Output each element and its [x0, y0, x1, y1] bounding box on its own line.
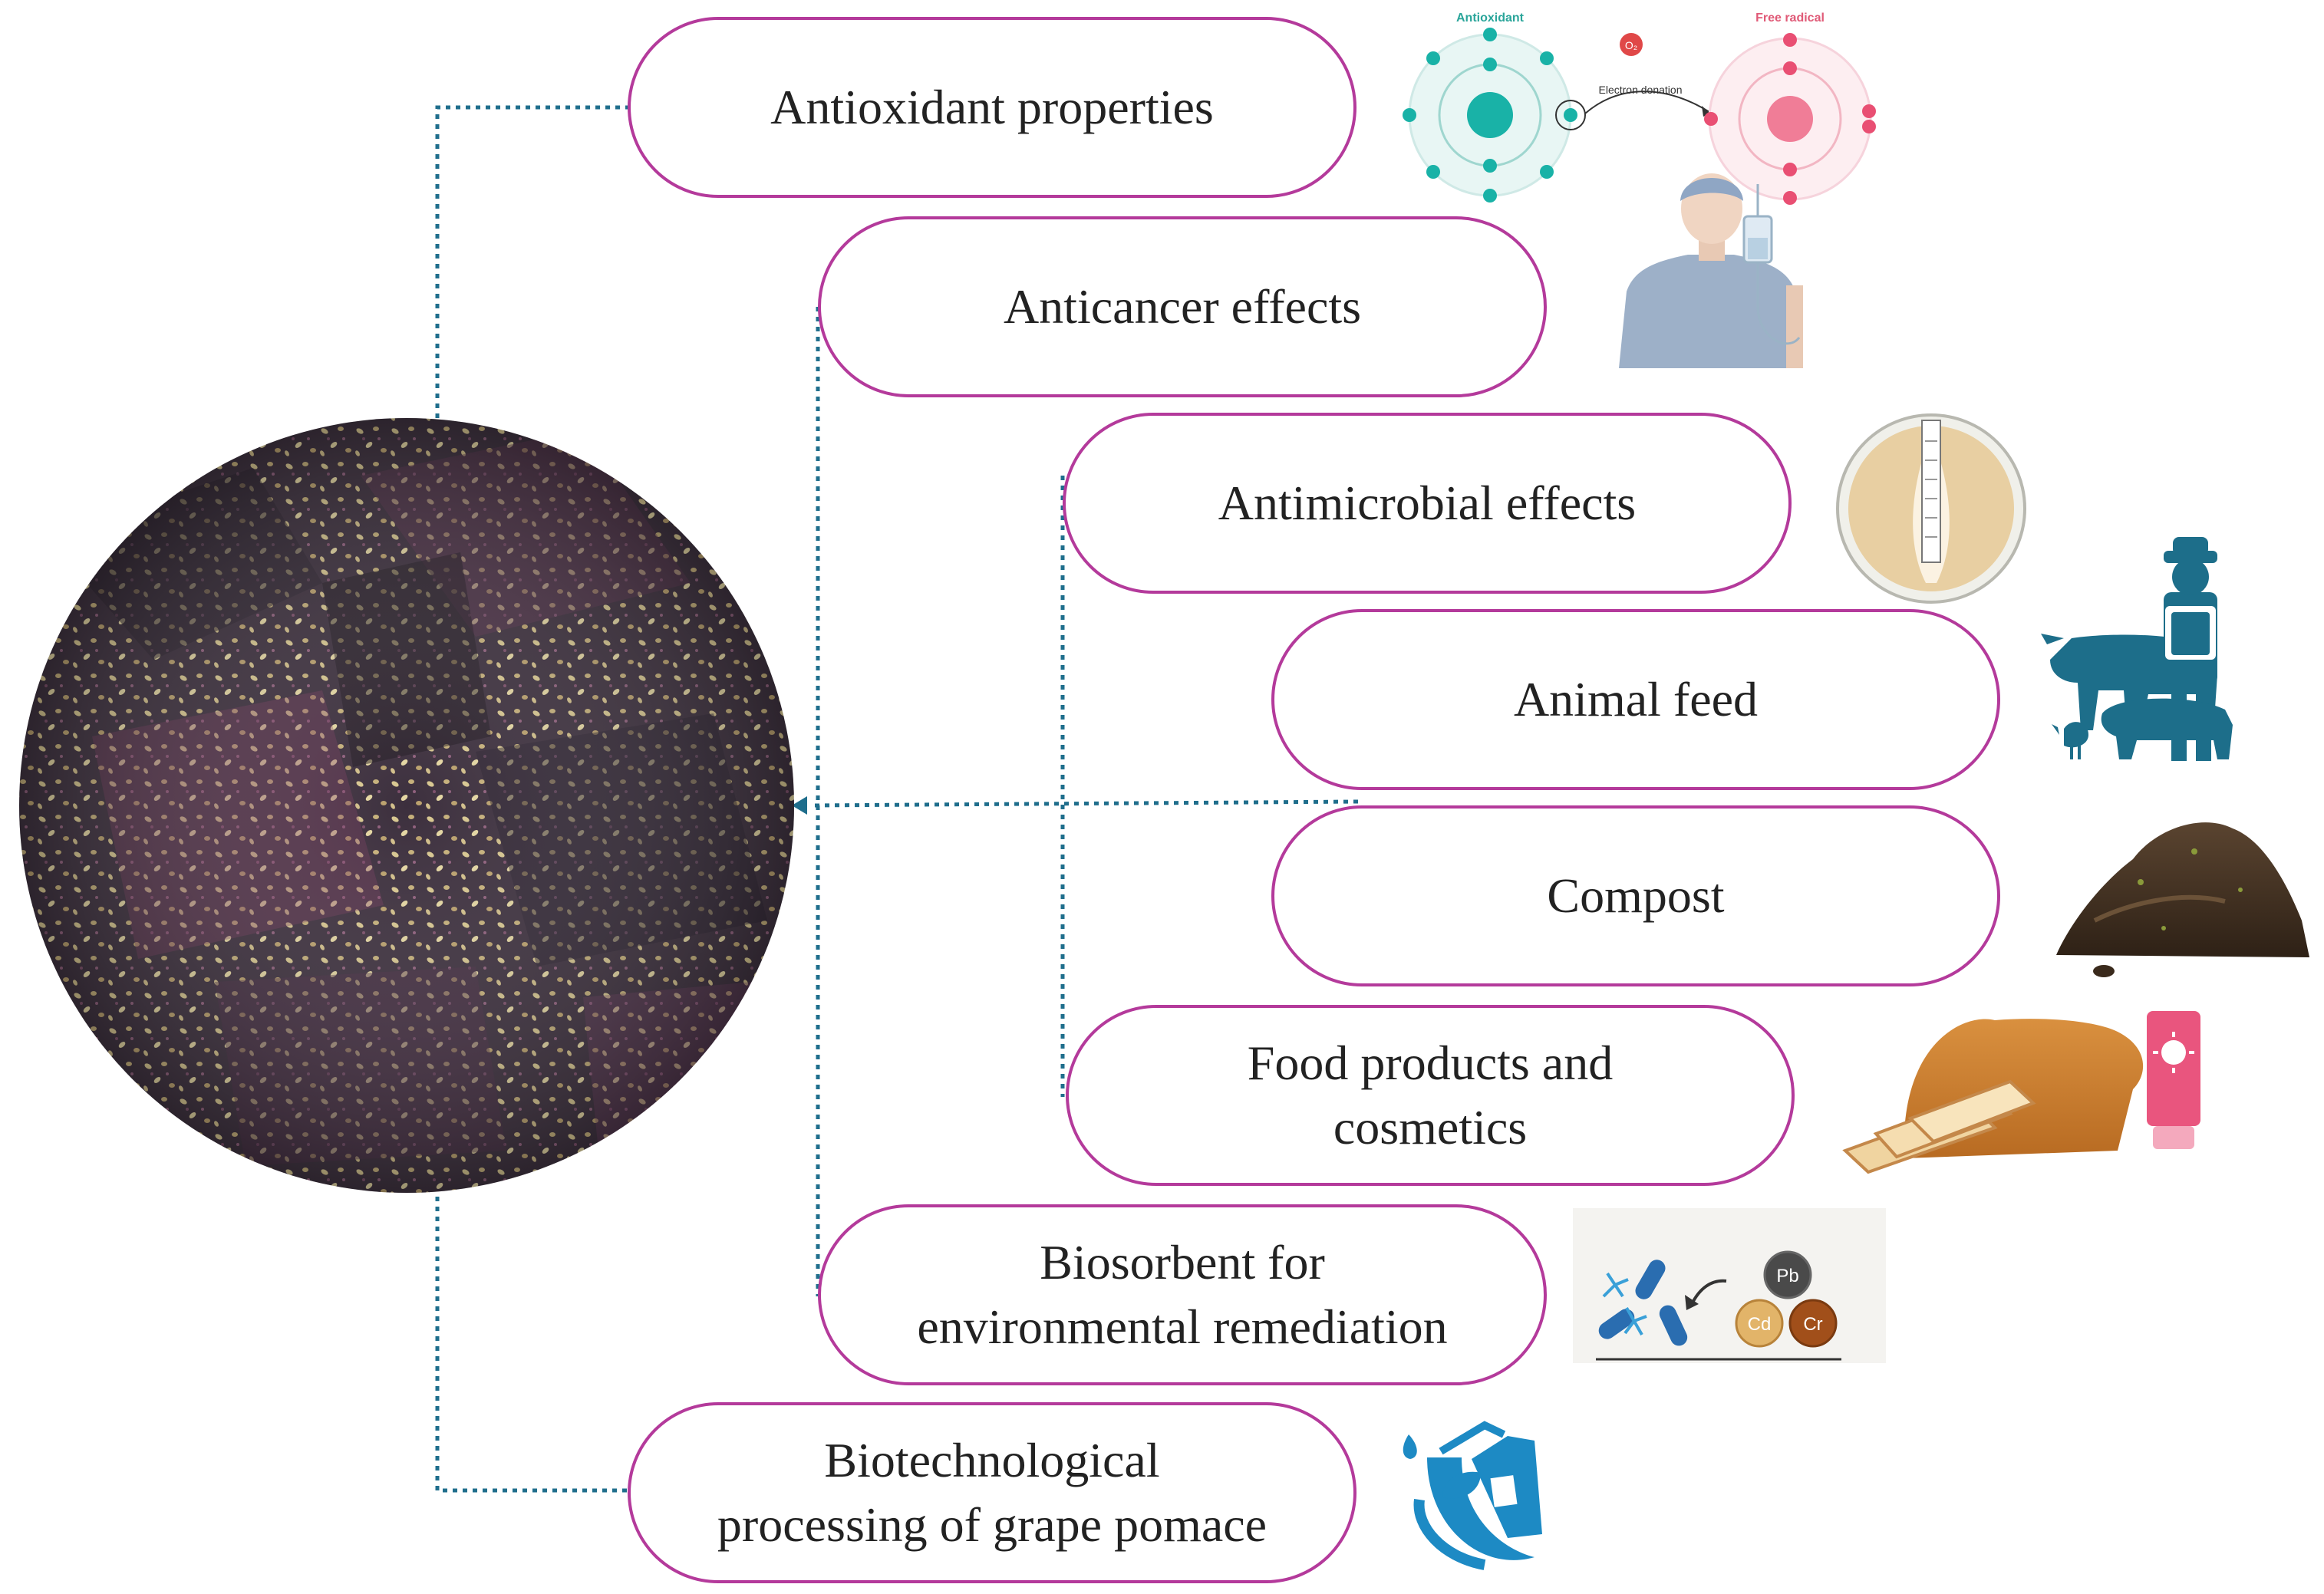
- food-cosmetics-label: Food products and cosmetics: [1247, 1036, 1614, 1154]
- free-radical-caption: Free radical: [1755, 12, 1825, 25]
- anticancer-pill: Anticancer effects: [818, 216, 1547, 397]
- biotech-label: Biotechnological processing of grape pom…: [717, 1433, 1267, 1552]
- antimicrobial-pill: Antimicrobial effects: [1063, 413, 1792, 594]
- metal-pb: Pb: [1776, 1266, 1798, 1286]
- atom-electron-donation-icon: Antioxidant Free radical O₂ Electron don…: [1403, 12, 1876, 205]
- compost-label: Compost: [1547, 868, 1725, 923]
- connector-biotech: [435, 1197, 628, 1493]
- food-cosmetics-pill: Food products and cosmetics: [1066, 1005, 1795, 1186]
- biosorbent-label: Biosorbent for environmental remediation: [917, 1235, 1448, 1354]
- petri-dish-strip-icon: [1836, 413, 2026, 604]
- patient-iv-drip-icon: [1619, 173, 1803, 368]
- animal-feed-label: Animal feed: [1513, 672, 1759, 726]
- farm-animals-icon: [2041, 537, 2233, 761]
- antioxidant-caption: Antioxidant: [1456, 12, 1525, 25]
- antimicrobial-label: Antimicrobial effects: [1218, 476, 1637, 530]
- oxygen-molecule-label: O₂: [1625, 39, 1637, 51]
- animal-feed-pill: Animal feed: [1271, 609, 2000, 790]
- connector-antioxidant: [435, 105, 628, 418]
- metal-cr: Cr: [1803, 1314, 1822, 1335]
- biosorbent-pill: Biosorbent for environmental remediation: [818, 1204, 1547, 1385]
- soil-pile-icon: [2056, 822, 2309, 977]
- antioxidant-label: Antioxidant properties: [770, 80, 1214, 134]
- biofuel-pump-icon: [1403, 1421, 1542, 1570]
- compost-pill: Compost: [1271, 805, 2000, 986]
- connector-lines: [435, 105, 1359, 1493]
- grape-pomace-photo: [19, 418, 794, 1193]
- heavy-metal-biosorption-icon: Pb Cd Cr: [1573, 1208, 1886, 1363]
- biotech-pill: Biotechnological processing of grape pom…: [628, 1402, 1356, 1583]
- bread-and-cream-icon: [1842, 1011, 2200, 1174]
- anticancer-label: Anticancer effects: [1003, 279, 1362, 334]
- antioxidant-pill: Antioxidant properties: [628, 17, 1356, 198]
- connector-main-arrow: [813, 799, 1359, 808]
- connector-arrowhead: [792, 796, 807, 815]
- metal-cd: Cd: [1748, 1314, 1772, 1335]
- electron-donation-caption: Electron donation: [1599, 84, 1683, 96]
